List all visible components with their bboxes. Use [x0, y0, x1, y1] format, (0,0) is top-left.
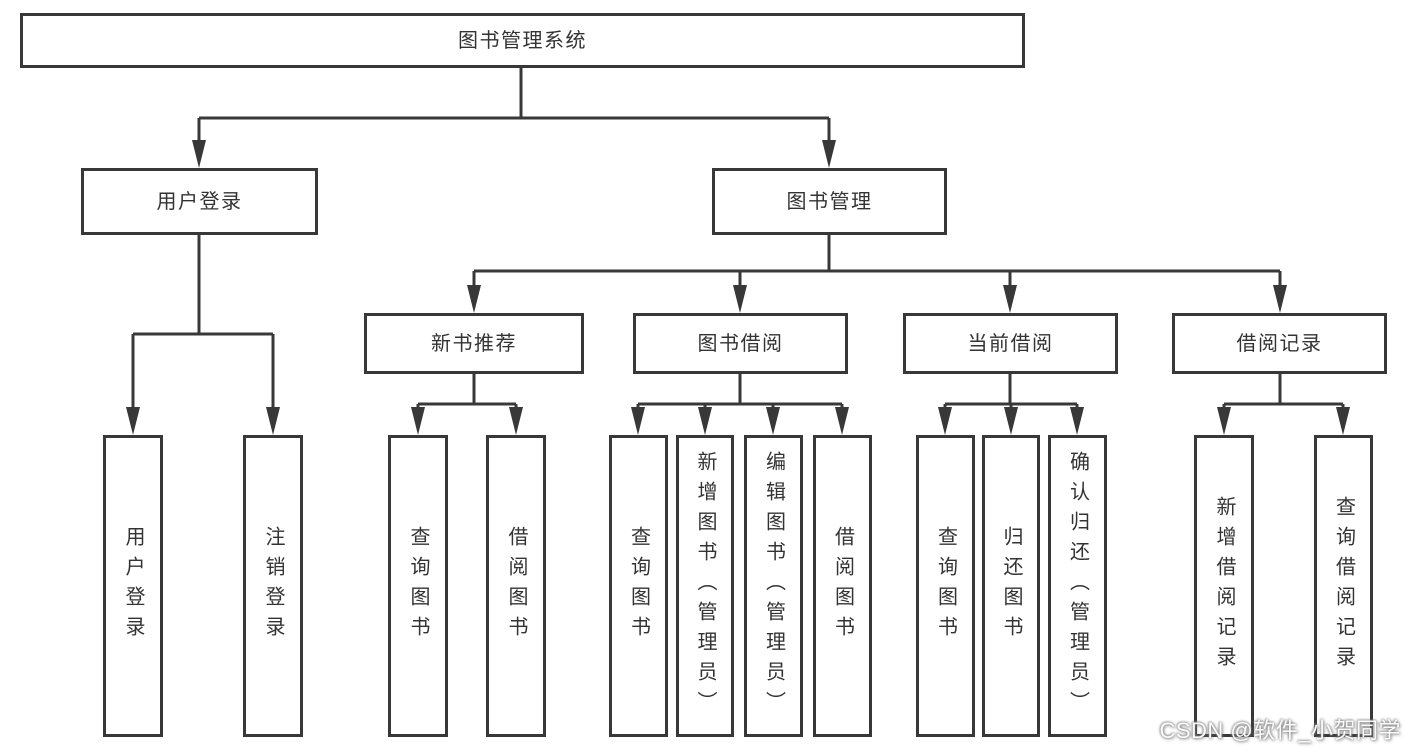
leaf-query-borrow-record: 查询借阅记录: [1314, 435, 1373, 737]
connector-new-book-branch: [411, 374, 523, 435]
node-book-management-label: 图书管理: [786, 190, 873, 213]
node-book-borrow-label: 图书借阅: [697, 332, 784, 355]
leaf-borrow-books: 借阅图书: [813, 435, 872, 737]
leaf-edit-book-admin-label: 编辑图书（管理员）: [762, 451, 785, 721]
leaf-query-books-borrow-label: 查询图书: [627, 526, 650, 646]
node-library-system: 图书管理系统: [20, 13, 1025, 68]
leaf-borrow-books-recommend: 借阅图书: [486, 435, 546, 737]
connector-borrow-records-branch: [1217, 374, 1350, 435]
leaf-add-book-admin: 新增图书（管理员）: [676, 435, 734, 737]
node-user-login: 用户登录: [81, 168, 318, 235]
leaf-user-login: 用户登录: [103, 435, 163, 737]
leaf-query-borrow-record-label: 查询借阅记录: [1332, 496, 1355, 676]
leaf-query-books-recommend-label: 查询图书: [407, 526, 429, 646]
node-new-book-recommend: 新书推荐: [364, 313, 584, 374]
leaf-query-books-current-label: 查询图书: [934, 526, 957, 646]
leaf-add-borrow-record-label: 新增借阅记录: [1213, 496, 1235, 676]
node-current-borrow-label: 当前借阅: [967, 332, 1054, 355]
leaf-borrow-books-label: 借阅图书: [831, 526, 854, 646]
leaf-logout: 注销登录: [243, 435, 303, 737]
connector-user-login-branch: [126, 235, 280, 435]
leaf-return-book: 归还图书: [982, 435, 1040, 737]
node-book-borrow: 图书借阅: [633, 313, 848, 374]
leaf-query-books-borrow: 查询图书: [609, 435, 668, 737]
leaf-query-books-current: 查询图书: [916, 435, 975, 737]
node-library-system-label: 图书管理系统: [458, 29, 587, 52]
connector-book-management-branch: [467, 235, 1287, 313]
node-current-borrow: 当前借阅: [903, 313, 1118, 374]
node-new-book-recommend-label: 新书推荐: [431, 332, 517, 355]
connector-book-borrow-branch: [631, 374, 849, 435]
node-user-login-label: 用户登录: [156, 190, 243, 213]
leaf-edit-book-admin: 编辑图书（管理员）: [744, 435, 803, 737]
node-borrow-records-label: 借阅记录: [1236, 332, 1323, 355]
csdn-watermark: CSDN @软件_小贺同学: [1159, 718, 1401, 743]
leaf-add-borrow-record: 新增借阅记录: [1194, 435, 1254, 737]
connector-root-branch: [192, 68, 836, 168]
leaf-logout-label: 注销登录: [262, 526, 284, 646]
leaf-add-book-admin-label: 新增图书（管理员）: [694, 451, 716, 721]
leaf-confirm-return-admin: 确认归还（管理员）: [1048, 435, 1107, 737]
leaf-user-login-label: 用户登录: [122, 526, 144, 646]
connector-current-borrow-branch: [938, 374, 1084, 435]
leaf-return-book-label: 归还图书: [1000, 526, 1022, 646]
leaf-query-books-recommend: 查询图书: [388, 435, 448, 737]
leaf-borrow-books-recommend-label: 借阅图书: [505, 526, 527, 646]
node-book-management: 图书管理: [712, 168, 947, 235]
leaf-confirm-return-admin-label: 确认归还（管理员）: [1066, 451, 1089, 721]
node-borrow-records: 借阅记录: [1172, 313, 1387, 374]
